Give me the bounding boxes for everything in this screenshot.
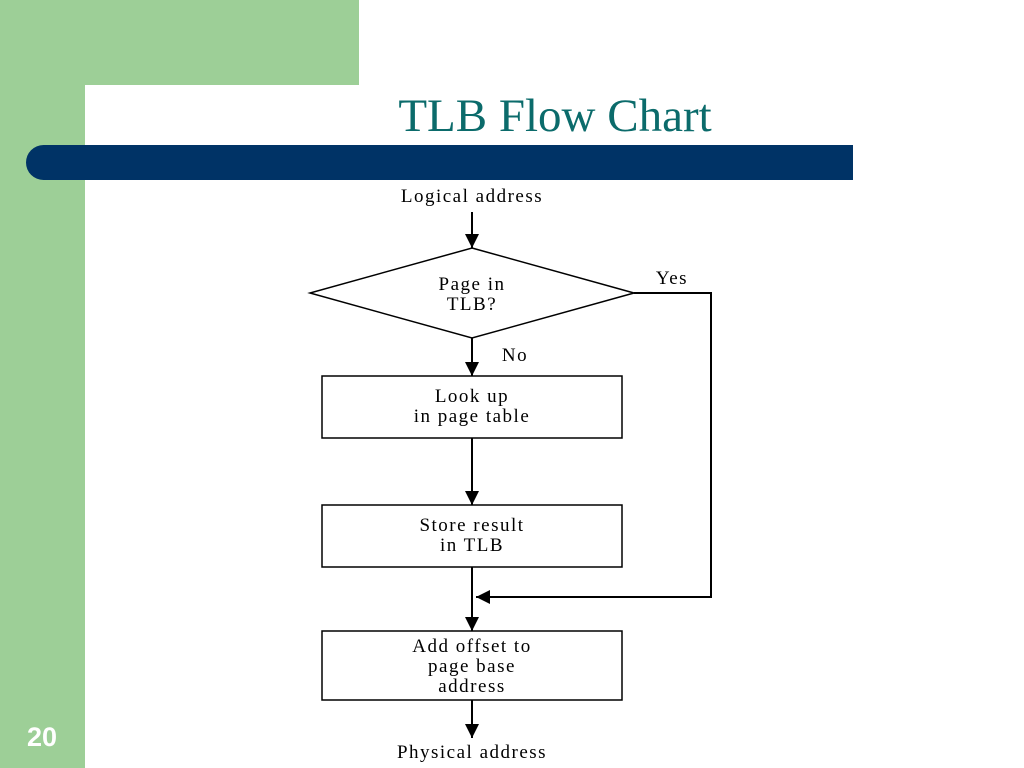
add-offset-box <box>321 630 623 701</box>
lookup-box <box>321 375 623 439</box>
store-label-line1: Store result <box>419 515 524 536</box>
yes-branch-line <box>476 292 712 604</box>
store-label-line2: in TLB <box>440 535 504 556</box>
add-offset-label-line1: Add offset to <box>412 636 531 657</box>
decision-label-line2: TLB? <box>447 294 497 315</box>
end-label: Physical address <box>397 742 547 763</box>
add-offset-label-line3: address <box>438 676 505 697</box>
title-underline-bar <box>26 145 853 180</box>
slide-title: TLB Flow Chart <box>398 90 712 142</box>
decision-label-line1: Page in <box>439 274 506 295</box>
slide-number: 20 <box>26 722 58 752</box>
start-label: Logical address <box>401 186 543 207</box>
lookup-label-line2: in page table <box>414 406 531 427</box>
store-box <box>321 504 623 568</box>
left-green-strip <box>0 85 85 768</box>
add-offset-label-line2: page base <box>428 656 516 677</box>
no-label: No <box>502 345 528 366</box>
lookup-label-line1: Look up <box>435 386 509 407</box>
yes-label: Yes <box>656 268 688 289</box>
top-left-green-panel <box>0 0 359 85</box>
